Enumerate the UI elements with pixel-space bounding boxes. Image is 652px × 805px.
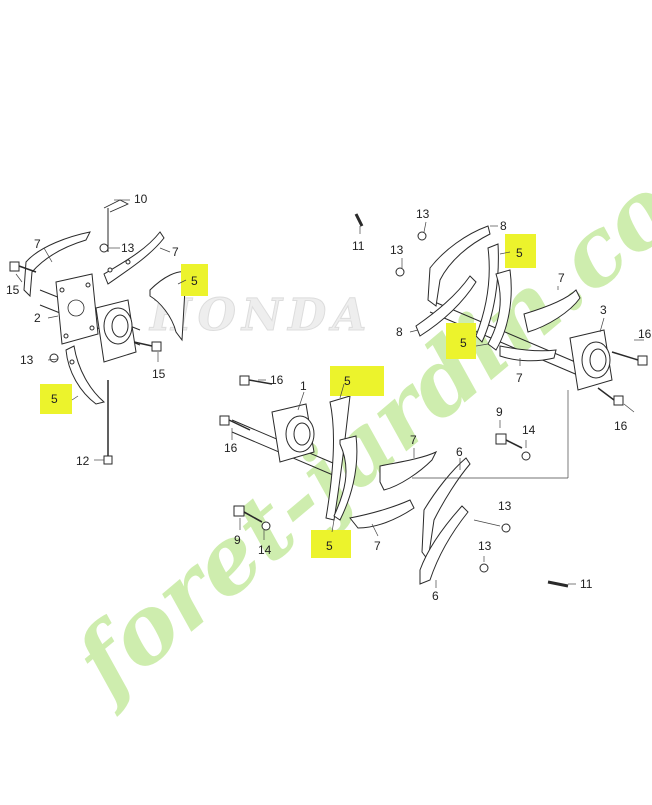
bolt-16-right-top: [637, 355, 648, 366]
callout-8: 8: [396, 325, 403, 339]
bolt-9-right: [495, 433, 507, 445]
callout-5: 5: [516, 246, 523, 260]
right-tine-assembly: [354, 213, 648, 479]
callout-6: 6: [456, 445, 463, 459]
callout-14: 14: [258, 543, 272, 557]
bolt-15-left: [9, 261, 20, 272]
tine-5-center: [325, 395, 351, 521]
flange-plate-left: [55, 273, 99, 345]
tine-5-right-upper: [475, 243, 499, 343]
callout-16: 16: [224, 441, 238, 455]
callout-13: 13: [390, 243, 404, 257]
callout-5: 5: [344, 374, 351, 388]
highlight-boxes: [40, 234, 536, 558]
callout-labels: 10 13 7 7 5 15 2 15 13 5 12 11 13 8 13 5…: [6, 192, 652, 603]
callout-12: 12: [76, 454, 90, 468]
highlight-box-right-bottom: [446, 323, 476, 359]
callout-16: 16: [638, 327, 652, 341]
callout-8: 8: [500, 219, 507, 233]
callout-10: 10: [134, 192, 148, 206]
tine-5-left-bottom: [65, 345, 106, 405]
watermark-site-text: foret-jardin.com: [50, 92, 652, 720]
tine-5-right-lower: [487, 269, 512, 351]
callout-9: 9: [496, 405, 503, 419]
bolt-15-right: [151, 341, 162, 352]
pin-10: [103, 199, 129, 213]
callout-5: 5: [51, 392, 58, 406]
callout-11: 11: [580, 577, 593, 591]
leader-lines: [15, 199, 644, 588]
callout-3: 3: [600, 303, 607, 317]
tine-7-upper-left: [23, 231, 91, 298]
callout-5: 5: [191, 274, 198, 288]
callout-7: 7: [410, 433, 417, 447]
left-tine-assembly: [9, 199, 187, 465]
callout-16: 16: [614, 419, 628, 433]
nut-13-right-mid: [395, 267, 405, 277]
bolt-16-center-left: [219, 415, 230, 426]
callout-7: 7: [516, 371, 523, 385]
tine-5-left-right: [149, 271, 187, 342]
callout-13: 13: [498, 499, 512, 513]
callout-15: 15: [152, 367, 166, 381]
tine-6-upper: [421, 457, 471, 562]
bolt-16-right-bottom: [613, 395, 624, 406]
tine-8-lower: [415, 275, 477, 337]
tine-7-upper-right: [103, 231, 165, 285]
highlight-box-center-top: [330, 366, 384, 396]
washer-14-center: [261, 521, 271, 531]
callout-11: 11: [352, 239, 365, 253]
callout-13: 13: [478, 539, 492, 553]
callout-2: 2: [34, 311, 41, 325]
tine-7-right-upper: [523, 289, 581, 333]
callout-7: 7: [172, 245, 179, 259]
callout-5: 5: [460, 336, 467, 350]
highlight-box-center-bottom: [311, 530, 351, 558]
watermark: HONDA foret-jardin.com: [50, 92, 652, 720]
tine-7-center-top: [379, 450, 438, 491]
bolt-9-center: [233, 505, 245, 517]
highlight-box-right-top: [505, 234, 536, 268]
tine-7-center-bottom: [349, 499, 415, 529]
center-tine-assembly: [219, 375, 569, 588]
washer-14-right: [521, 451, 531, 461]
callout-16: 16: [270, 373, 284, 387]
callout-15: 15: [6, 283, 20, 297]
callout-13: 13: [416, 207, 430, 221]
bolt-16-center-top: [239, 375, 250, 386]
callout-7: 7: [34, 237, 41, 251]
callout-7: 7: [558, 271, 565, 285]
tine-8-upper: [427, 225, 491, 307]
callout-6: 6: [432, 589, 439, 603]
pin-11-bottom: [547, 580, 569, 588]
callout-14: 14: [522, 423, 536, 437]
callout-13: 13: [121, 241, 135, 255]
nut-13-center-low: [479, 563, 489, 573]
nut-13-center-right: [501, 523, 511, 533]
callout-13: 13: [20, 353, 34, 367]
nut-13-top-left: [99, 243, 109, 253]
callout-1: 1: [300, 379, 307, 393]
pin-11-top: [354, 213, 364, 227]
tine-7-right-lower: [499, 345, 557, 362]
callout-7: 7: [374, 539, 381, 553]
nut-13-right-top: [417, 231, 427, 241]
nut-13-bottom-left: [49, 353, 59, 363]
callout-9: 9: [234, 533, 241, 547]
highlight-box-left-bottom: [40, 384, 72, 414]
callout-5: 5: [326, 539, 333, 553]
tine-6-lower: [419, 505, 469, 585]
